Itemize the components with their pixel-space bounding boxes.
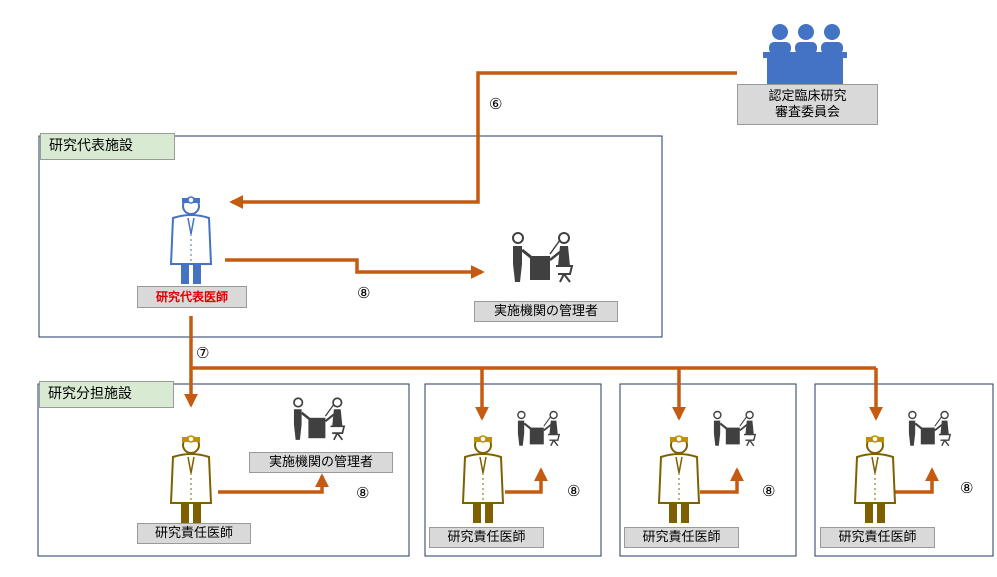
other-manager-icon-2	[712, 410, 757, 447]
share-manager-icon	[292, 396, 346, 442]
committee-icon	[763, 24, 847, 84]
other-doctor-icon-2	[658, 435, 700, 524]
rep-facility-box	[38, 135, 663, 338]
step-eight-label-share: ⑧	[356, 484, 370, 502]
arrow-rep-to-manager	[225, 258, 485, 279]
other-facility-box-2	[619, 383, 797, 557]
step-eight-label-other-3: ⑧	[960, 479, 974, 497]
share-manager-label: 実施機関の管理者	[249, 452, 393, 473]
other-facility-box-3	[814, 383, 994, 557]
rep-facility-title: 研究代表施設	[40, 133, 175, 160]
share-doctor-icon	[170, 435, 212, 524]
other-manager-icon-1	[516, 410, 561, 447]
other-doctor-label-1: 研究責任医師	[429, 527, 544, 548]
committee-label-line2: 審査委員会	[774, 104, 840, 120]
step-six-label: ⑥	[489, 95, 503, 113]
step-eight-label-other-1: ⑧	[567, 482, 581, 500]
committee-label-line1: 認定臨床研究	[768, 88, 847, 104]
other-doctor-label-2: 研究責任医師	[624, 527, 739, 548]
other-doctor-label-3: 研究責任医師	[820, 527, 935, 548]
share-facility-box	[37, 383, 410, 557]
step-seven-label: ⑦	[196, 344, 210, 362]
share-facility-title: 研究分担施設	[39, 381, 174, 408]
arrow-other-3-to-manager	[895, 467, 939, 494]
committee-label: 認定臨床研究 審査委員会	[737, 84, 878, 125]
arrow-other-1-to-manager	[505, 467, 548, 494]
step-eight-label-rep: ⑧	[357, 284, 371, 302]
rep-manager-icon	[511, 231, 574, 284]
step-eight-label-other-2: ⑧	[762, 482, 776, 500]
other-facility-box-1	[424, 383, 602, 557]
other-doctor-icon-3	[854, 435, 896, 524]
rep-doctor-label: 研究代表医師	[137, 286, 247, 308]
rep-doctor-icon	[170, 196, 212, 285]
other-manager-icon-3	[907, 410, 952, 447]
rep-manager-label: 実施機関の管理者	[474, 301, 618, 322]
share-doctor-label: 研究責任医師	[137, 523, 251, 544]
arrow-other-2-to-manager	[700, 467, 744, 494]
other-doctor-icon-1	[462, 435, 504, 524]
arrow-share-to-manager	[218, 473, 329, 494]
arrow-committee-to-rep	[229, 71, 737, 209]
